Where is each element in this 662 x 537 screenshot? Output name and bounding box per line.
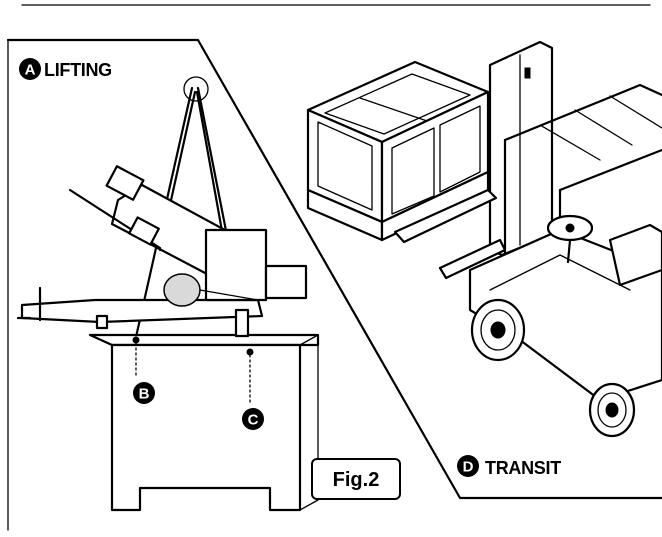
vise-bed [20,298,264,324]
badge-c-letter: C [248,412,259,429]
band-saw-machine [16,165,320,512]
transit-heading: D TRANSIT [457,455,561,478]
badge-a-letter: A [25,62,36,79]
badge-d-circle [457,455,479,477]
figure-label: Fig.2 [311,458,401,500]
mast-hook [524,67,531,79]
crate-side-panel-1 [391,127,435,215]
front-wheel [470,298,526,362]
bed-block-right [234,308,250,338]
rear-wheel [588,382,636,438]
bed-block-left [95,314,109,330]
cabinet-stand [110,343,302,512]
steering-hub [565,223,575,233]
lifting-point-b: B [132,336,155,404]
transit-title: TRANSIT [485,458,561,478]
operator-seat [608,223,662,287]
gearbox [204,228,268,302]
motor [264,264,308,300]
badge-b-letter: B [139,386,150,403]
forklift-mast [488,40,554,257]
crate-side-panel-2 [439,105,481,193]
forklift [393,40,662,438]
lifting-point-c: C [242,348,264,430]
figure-label-text: Fig.2 [333,469,380,491]
badge-c-circle [242,408,264,430]
body-crease [489,254,631,291]
lifting-heading: A LIFTING [19,58,112,80]
figure-label-box [311,458,401,500]
figure-frame [6,4,662,531]
drive-wheel [163,273,201,307]
crate-front-inset [317,121,373,211]
section-divider-line [6,38,662,500]
badge-d-letter: D [463,459,474,476]
blade-guide-block [128,216,160,246]
overhead-guard-front [503,83,662,142]
lifting-section: A LIFTING [16,58,320,512]
crate-top-board [359,97,431,123]
point-b-marker [132,336,140,344]
hoist-ring [183,76,209,102]
point-c-marker [246,348,254,356]
guard-slats [539,95,662,161]
lifting-title: LIFTING [44,60,112,80]
fork-upper [393,188,498,244]
shipping-crate [306,60,490,242]
pivot-line [199,289,259,301]
overhead-guard-rear [558,148,662,192]
badge-b-circle [133,382,155,404]
blade-guard-block [105,165,145,201]
base-top-plate [88,333,320,347]
transit-section: D TRANSIT [306,40,662,478]
badge-a-circle [19,58,41,80]
crate-top-inset [324,73,471,135]
cabinet-side [299,334,319,511]
steering-column [566,238,572,264]
